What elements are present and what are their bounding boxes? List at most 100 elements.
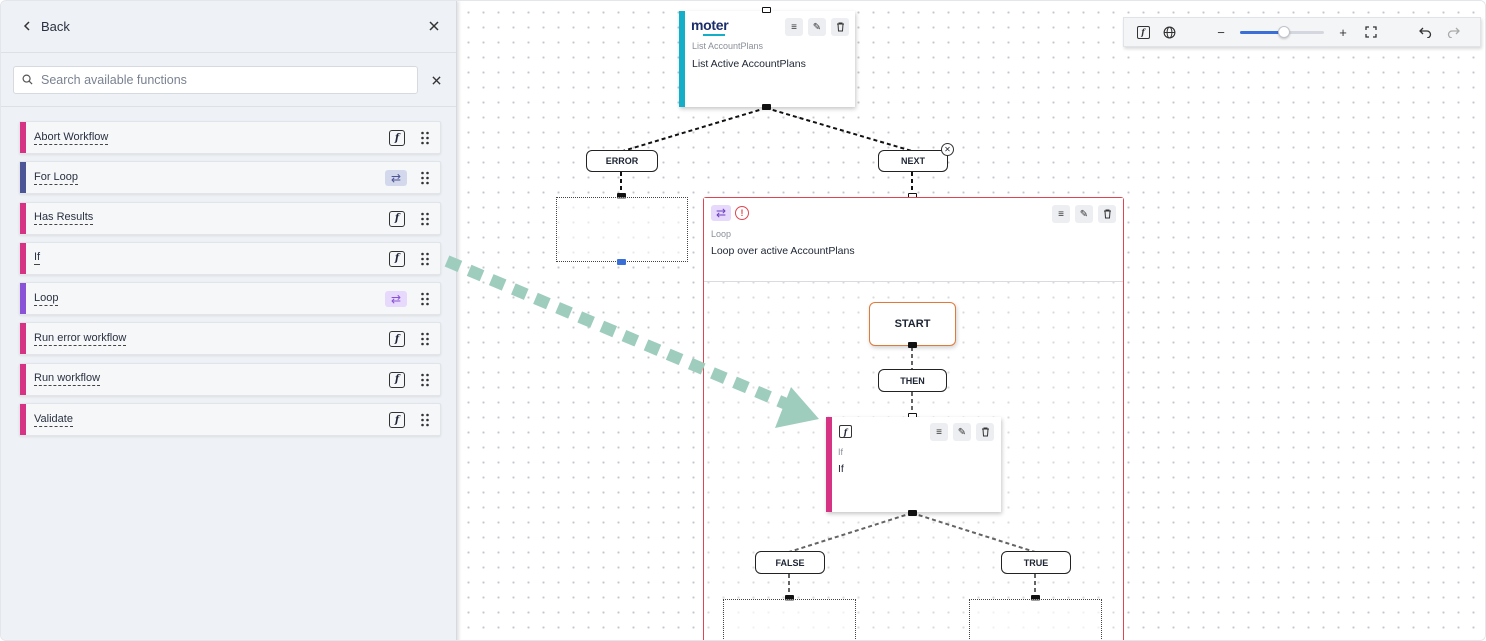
back-label: Back xyxy=(41,19,70,34)
close-icon xyxy=(431,75,441,85)
back-button[interactable]: Back xyxy=(23,19,70,34)
fit-view-button[interactable] xyxy=(1360,21,1382,43)
remove-branch-button[interactable]: ✕ xyxy=(941,143,954,156)
clear-search-button[interactable] xyxy=(424,72,448,88)
node-delete-button[interactable] xyxy=(831,18,849,36)
function-icon: f xyxy=(389,130,405,146)
canvas-toolbar: f − + xyxy=(1123,17,1481,47)
drag-handle-icon[interactable] xyxy=(420,291,430,307)
output-port[interactable] xyxy=(762,104,771,110)
branch-true-label[interactable]: TRUE xyxy=(1001,551,1071,574)
function-icon: f xyxy=(839,425,852,438)
function-label: Has Results xyxy=(34,211,94,226)
warning-icon: ! xyxy=(735,206,749,220)
zoom-in-button[interactable]: + xyxy=(1332,21,1354,43)
zoom-out-button[interactable]: − xyxy=(1210,21,1232,43)
connector-if-true xyxy=(911,512,1036,553)
minus-icon: − xyxy=(1217,24,1225,40)
function-icon: f xyxy=(389,412,405,429)
node-subtitle: If xyxy=(838,447,844,457)
globe-button[interactable] xyxy=(1158,21,1180,43)
function-accent-bar xyxy=(20,162,26,194)
drop-placeholder-false[interactable] xyxy=(723,599,856,640)
loop-icon: ⇄ xyxy=(385,291,407,308)
output-port[interactable] xyxy=(617,193,626,199)
function-item-loop[interactable]: Loop ⇄ xyxy=(19,282,441,316)
function-item-for-loop[interactable]: For Loop⇄ xyxy=(19,161,441,195)
function-accent-bar xyxy=(20,202,26,234)
function-label: If xyxy=(34,251,41,266)
node-actions: ≡ ✎ xyxy=(785,18,849,36)
function-icon: f xyxy=(389,371,405,388)
drag-handle-icon[interactable] xyxy=(420,331,430,347)
list-accountplans-node[interactable]: moter List AccountPlans List Active Acco… xyxy=(679,11,855,107)
trash-icon xyxy=(836,22,844,32)
drag-handle-icon[interactable] xyxy=(420,211,430,227)
branch-false-label[interactable]: FALSE xyxy=(755,551,825,574)
search-input[interactable] xyxy=(41,72,409,87)
branch-then-label[interactable]: THEN xyxy=(878,369,947,392)
output-port[interactable] xyxy=(785,595,794,601)
undo-button[interactable] xyxy=(1414,21,1436,43)
start-node[interactable]: START xyxy=(869,302,956,346)
node-settings-button[interactable]: ≡ xyxy=(930,423,948,441)
function-accent-bar xyxy=(20,323,26,355)
redo-button[interactable] xyxy=(1442,21,1464,43)
close-icon xyxy=(429,20,439,31)
node-edit-button[interactable]: ✎ xyxy=(808,18,826,36)
connector-list-error xyxy=(622,107,767,152)
list-settings-icon: ≡ xyxy=(791,21,797,33)
workflow-canvas[interactable]: moter List AccountPlans List Active Acco… xyxy=(457,1,1485,640)
node-edit-button[interactable]: ✎ xyxy=(1075,205,1093,223)
node-title: List Active AccountPlans xyxy=(692,58,806,70)
branch-next-label[interactable]: NEXT xyxy=(878,150,948,172)
function-icon: f xyxy=(1136,25,1150,39)
pencil-icon: ✎ xyxy=(812,21,822,33)
drag-handle-icon[interactable] xyxy=(420,251,430,267)
zoom-slider-handle[interactable] xyxy=(1278,25,1290,38)
branch-error-label[interactable]: ERROR xyxy=(586,150,658,172)
connector-if-false xyxy=(788,512,913,553)
close-circle-icon: ✕ xyxy=(944,145,951,154)
node-edit-button[interactable]: ✎ xyxy=(953,423,971,441)
input-port[interactable] xyxy=(762,7,771,13)
list-settings-icon: ≡ xyxy=(936,426,942,438)
node-accent-bar xyxy=(679,11,685,107)
drag-handle-icon[interactable] xyxy=(420,130,430,146)
sidebar-header: Back xyxy=(1,1,456,53)
output-port[interactable] xyxy=(1031,595,1040,601)
loop-container[interactable]: ⇄ ! Loop Loop over active AccountPlans ≡… xyxy=(703,197,1124,640)
drag-handle-icon[interactable] xyxy=(420,170,430,186)
node-settings-button[interactable]: ≡ xyxy=(785,18,803,36)
functions-toggle-button[interactable]: f xyxy=(1132,21,1154,43)
drag-handle-icon[interactable] xyxy=(420,372,430,388)
drop-placeholder-true[interactable] xyxy=(969,599,1102,640)
function-label: Run workflow xyxy=(34,372,101,387)
function-label: Run error workflow xyxy=(34,331,127,346)
function-item-run-error-workflow[interactable]: Run error workflow f xyxy=(19,322,441,356)
connector-layer xyxy=(620,107,1036,598)
function-icon: f xyxy=(389,331,405,348)
close-sidebar-button[interactable] xyxy=(424,18,444,36)
function-label: Loop xyxy=(34,291,59,306)
drop-placeholder-error[interactable] xyxy=(556,197,688,262)
node-delete-button[interactable] xyxy=(1098,205,1116,223)
node-delete-button[interactable] xyxy=(976,423,994,441)
drag-handle-icon[interactable] xyxy=(420,412,430,428)
output-port[interactable] xyxy=(908,342,917,348)
output-port[interactable] xyxy=(617,259,626,265)
loop-icon: ⇄ xyxy=(711,205,731,221)
redo-icon xyxy=(1447,27,1460,38)
output-port[interactable] xyxy=(908,510,917,516)
node-settings-button[interactable]: ≡ xyxy=(1052,205,1070,223)
undo-icon xyxy=(1418,27,1431,38)
function-item-validate[interactable]: Validate f xyxy=(19,403,441,437)
zoom-slider[interactable] xyxy=(1240,25,1324,38)
function-item-run-workflow[interactable]: Run workflow f xyxy=(19,362,441,396)
function-label: Validate xyxy=(34,412,73,427)
if-node[interactable]: f If If ≡ ✎ xyxy=(826,417,1001,512)
function-label: For Loop xyxy=(34,170,79,185)
